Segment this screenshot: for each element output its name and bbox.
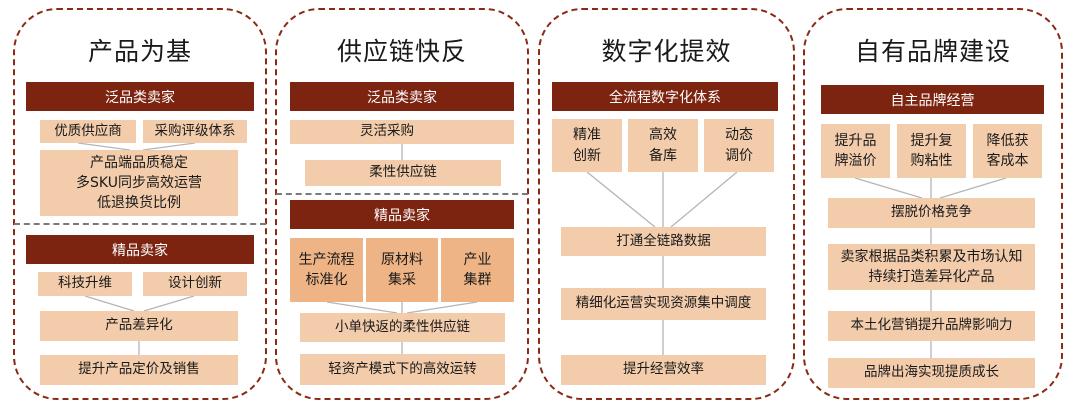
source-box: 设计创新 [143, 272, 247, 296]
panel-supply-chain: 供应链快反 [275, 8, 529, 400]
source-box: 动态 调价 [704, 119, 774, 172]
section-header: 泛品类卖家 [26, 82, 254, 111]
outcome-box: 提升产品定价及销售 [40, 355, 238, 385]
section-header: 泛品类卖家 [290, 82, 514, 111]
source-box: 降低获 客成本 [973, 124, 1042, 178]
panel-title: 供应链快反 [336, 37, 467, 66]
outcome-box: 小单快返的柔性供应链 [300, 313, 505, 342]
panel-title: 自有品牌建设 [854, 37, 1011, 66]
section-header: 精品卖家 [290, 200, 514, 229]
outcome-box: 轻资产模式下的高效运转 [300, 354, 505, 385]
outcome-box: 提升经营效率 [561, 355, 766, 385]
panel-title: 产品为基 [87, 37, 192, 66]
section-header: 自主品牌经营 [821, 85, 1044, 114]
source-box: 提升品 牌溢价 [821, 124, 890, 178]
source-box: 高效 备库 [628, 119, 698, 172]
source-box: 产业 集群 [441, 238, 514, 302]
source-box: 原材料 集采 [366, 238, 438, 302]
source-box: 提升复 购粘性 [897, 124, 966, 178]
source-box: 生产流程 标准化 [290, 238, 363, 302]
outcome-box: 本土化营销提升品牌影响力 [828, 311, 1035, 341]
outcome-box: 卖家根据品类积累及市场认知 持续打造差异化产品 [828, 244, 1035, 290]
source-box: 灵活采购 [290, 120, 514, 144]
panel-own-brand: 自有品牌建设 [803, 8, 1063, 400]
outcome-box: 精细化运营实现资源集中调度 [561, 288, 766, 320]
source-box: 科技升维 [38, 272, 132, 296]
outcome-box: 产品端品质稳定 多SKU同步高效运营 低退换货比例 [40, 150, 238, 216]
section-header: 全流程数字化体系 [552, 82, 778, 111]
outcome-box: 产品差异化 [40, 311, 238, 341]
section-divider [14, 223, 266, 225]
source-box: 优质供应商 [40, 120, 136, 143]
outcome-box: 摆脱价格竞争 [828, 198, 1035, 228]
source-box: 精准 创新 [552, 119, 622, 172]
outcome-box: 打通全链路数据 [561, 227, 766, 256]
section-header: 精品卖家 [26, 235, 254, 264]
source-box: 采购评级体系 [143, 120, 247, 143]
panel-digital-efficiency: 数字化提效 [538, 8, 795, 400]
panel-product-foundation: 产品为基 [13, 8, 267, 400]
outcome-box: 品牌出海实现提质成长 [828, 358, 1035, 388]
panel-title: 数字化提效 [601, 37, 732, 66]
outcome-box: 柔性供应链 [305, 160, 501, 186]
section-divider [276, 193, 528, 195]
